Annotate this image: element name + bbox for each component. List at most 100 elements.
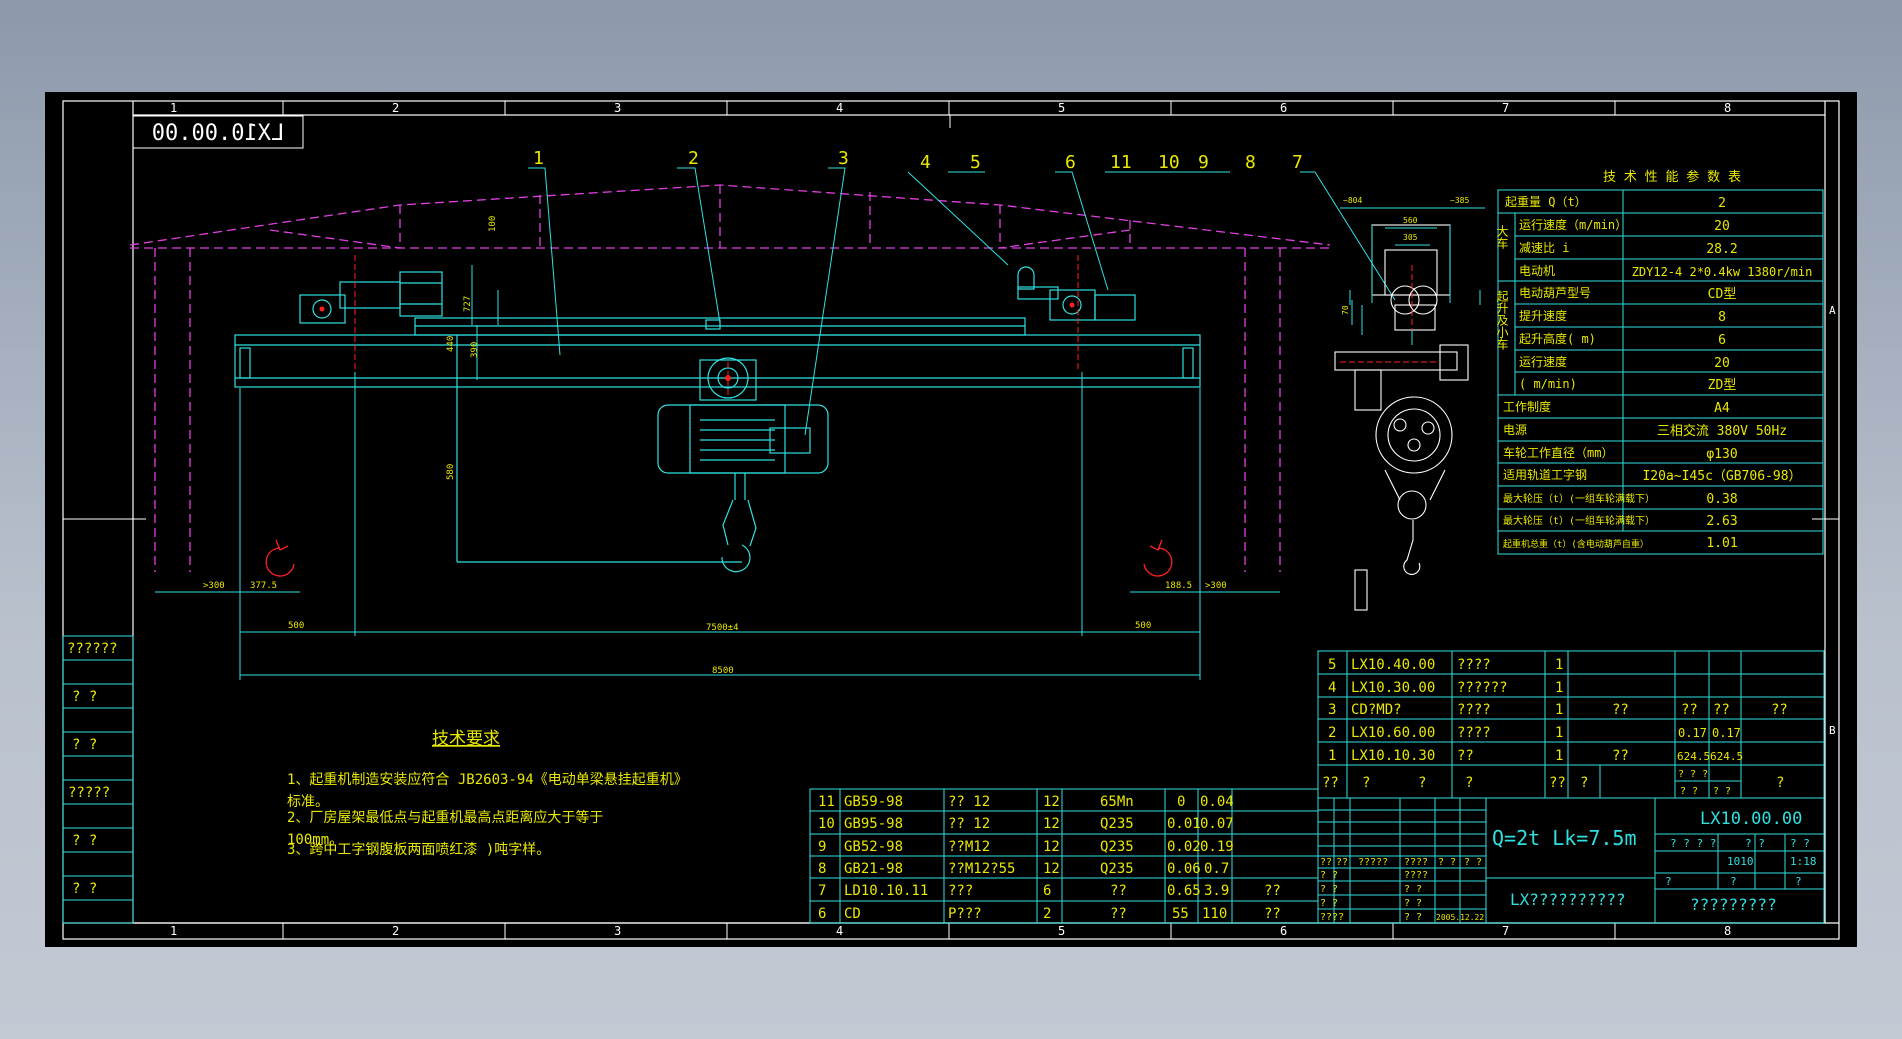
bom-cell: Q235 xyxy=(1100,839,1134,855)
bom-upper-grid xyxy=(1317,650,1825,799)
rev-cell: ? ? xyxy=(1404,912,1422,923)
bom-cell: 0.01 xyxy=(1167,816,1201,832)
roof-truss xyxy=(129,184,1331,572)
grid-number: 3 xyxy=(614,101,621,115)
bom-cell: 3 xyxy=(1328,702,1336,718)
grid-number: 1 xyxy=(170,924,177,938)
bom-cell: 1 xyxy=(1555,702,1563,718)
bom-cell: CD xyxy=(844,906,861,922)
perf-label: ( m/min) xyxy=(1519,377,1577,391)
perf-value: 0.38 xyxy=(1706,492,1737,507)
callout: 3 xyxy=(838,148,849,169)
callout: 4 xyxy=(920,152,931,173)
bom-cell: LX10.60.00 xyxy=(1351,725,1435,741)
front-dimension-lines xyxy=(155,265,1280,680)
perf-value: 8 xyxy=(1718,310,1726,325)
rotation-symbol-left xyxy=(265,539,295,577)
perf-value: φ130 xyxy=(1706,447,1737,462)
callout: 11 xyxy=(1110,152,1132,173)
perf-value: 28.2 xyxy=(1706,242,1737,257)
grid-number: 1 xyxy=(170,101,177,115)
bom-cell: 2 xyxy=(1328,725,1336,741)
bom-cell: 0.07 xyxy=(1200,816,1234,832)
callout: 8 xyxy=(1245,152,1256,173)
bom-header: ? ? xyxy=(1713,786,1731,797)
bom-cell: ???? xyxy=(1457,702,1491,718)
grid-number: 8 xyxy=(1724,924,1731,938)
tech-line: 100mm。 xyxy=(287,832,343,848)
perf-title: 技 术 性 能 参 数 表 xyxy=(1603,169,1741,185)
perf-value: 20 xyxy=(1714,356,1730,371)
front-red-points xyxy=(319,302,1075,381)
perf-label: 起重量 Q（t） xyxy=(1505,195,1587,209)
perf-label: 最大轮压（t）(一组车轮满载下） xyxy=(1503,514,1655,527)
bom-cell: 5 xyxy=(1328,657,1336,673)
bom-cell: 0.17 xyxy=(1712,726,1741,740)
rev-cell: ? ? xyxy=(1320,870,1338,881)
bom-header: ? ? xyxy=(1680,786,1698,797)
rev-cell: ????? xyxy=(1358,857,1388,868)
bom-cell: ?? xyxy=(1612,748,1629,764)
callout: 6 xyxy=(1065,152,1076,173)
scale-header-cell: ? ? ? ? xyxy=(1670,837,1716,850)
bom-header: ? xyxy=(1418,775,1426,791)
bom-cell: 0.06 xyxy=(1167,861,1201,877)
bom-cell: ?? xyxy=(1457,748,1474,764)
tech-title: 技术要求 xyxy=(432,729,500,749)
bom-lower-rows: 11 GB59-98 ?? 12 12 65Mn 0 0.04 10 GB95-… xyxy=(818,794,1281,922)
bom-cell: GB95-98 xyxy=(844,816,903,832)
grid-number: 3 xyxy=(614,924,621,938)
bom-cell: 624.5 xyxy=(1677,750,1710,763)
dim-label: 70 xyxy=(1341,305,1350,315)
bom-cell: 1 xyxy=(1555,725,1563,741)
dim-label: 440 xyxy=(446,336,456,352)
perf-value: 6 xyxy=(1718,333,1726,348)
bom-cell: ???? xyxy=(1457,725,1491,741)
bom-cell: ?? xyxy=(1110,906,1127,922)
side-view-dims xyxy=(1340,207,1485,345)
perf-value: 1.01 xyxy=(1706,536,1737,551)
bom-cell: 1 xyxy=(1555,657,1563,673)
bom-cell: CD?MD? xyxy=(1351,702,1402,718)
rotation-symbol-right xyxy=(1143,539,1173,577)
bom-cell: 4 xyxy=(1328,680,1336,696)
perf-values: 2 20 28.2 ZDY12-4 2*0.4kw 1380r/min CD型 … xyxy=(1632,196,1813,551)
rev-cell: ? ? xyxy=(1464,857,1482,868)
dim-label: 7500±4 xyxy=(706,623,739,633)
left-column-text: ?????? ? ? ? ? ????? ? ? ? ? xyxy=(67,641,118,897)
rev-cell: ? ? xyxy=(1438,857,1456,868)
rev-cell: ?? xyxy=(1320,857,1332,868)
grid-ticks xyxy=(63,101,1839,939)
perf-label: 提升速度 xyxy=(1519,308,1567,323)
bom-header: ? ? ? xyxy=(1678,769,1708,780)
dim-label: 560 xyxy=(1403,216,1418,225)
left-cell: ? ? xyxy=(72,833,97,849)
bom-cell: 0 xyxy=(1177,794,1185,810)
grid-number: 4 xyxy=(836,924,843,938)
left-column xyxy=(62,635,134,924)
perf-value: ZD型 xyxy=(1708,378,1737,393)
model-space xyxy=(45,92,1857,947)
front-view xyxy=(234,266,1201,573)
left-cell: ? ? xyxy=(72,737,97,753)
bom-header: ? xyxy=(1465,775,1473,791)
left-cell: ? ? xyxy=(72,881,97,897)
rev-cell: ?? xyxy=(1336,857,1348,868)
bom-cell: ?? 12 xyxy=(948,794,990,810)
bom-header: ? xyxy=(1362,775,1370,791)
bom-cell: 110 xyxy=(1202,906,1227,922)
bom-cell: ??M12?55 xyxy=(948,861,1015,877)
bom-cell: ?? xyxy=(1681,702,1698,718)
perf-value: A4 xyxy=(1714,401,1730,416)
rev-cell: 2005.12.22 xyxy=(1436,913,1484,922)
dim-label: 500 xyxy=(1135,621,1151,631)
dim-label: 377.5 xyxy=(250,581,277,591)
bom-cell: ??M12 xyxy=(948,839,990,855)
tech-line: 1、起重机制造安装应符合 JB2603-94《电动单梁悬挂起重机》 xyxy=(287,771,688,788)
sheet-cell: ? xyxy=(1730,875,1737,888)
grid-number: 6 xyxy=(1280,101,1287,115)
perf-label: 最大轮压（t）(一组车轮满载下） xyxy=(1503,492,1655,505)
bom-cell: 0.19 xyxy=(1200,839,1234,855)
bom-cell: 9 xyxy=(818,839,826,855)
